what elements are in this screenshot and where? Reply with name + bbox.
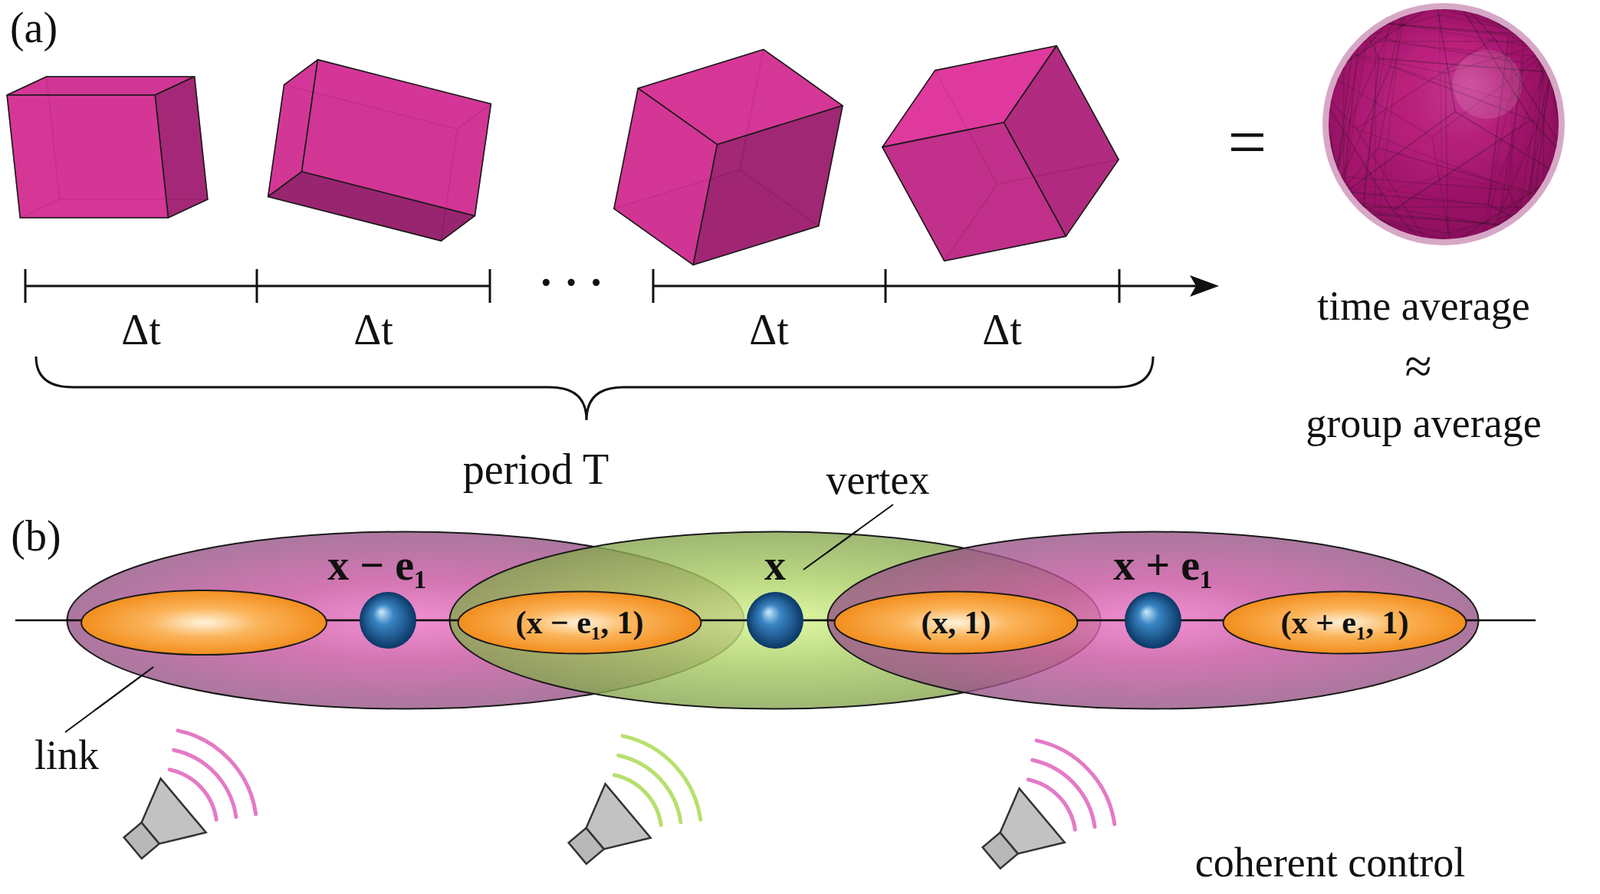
- equals-sign: =: [1228, 108, 1268, 178]
- caption-text: group average: [1305, 402, 1541, 444]
- caption-text: time average: [1317, 285, 1530, 327]
- panel-label: (a): [9, 6, 58, 50]
- site-label: x + e₁: [1113, 543, 1213, 587]
- site-label: x: [764, 543, 786, 587]
- callout-label: coherent control: [1195, 841, 1466, 884]
- speaker: [110, 730, 257, 875]
- callout-label: vertex: [826, 459, 930, 501]
- link-site: (x − e₁, 1): [456, 590, 703, 655]
- link-label: (x, 1): [921, 606, 992, 639]
- panel-label: (b): [10, 514, 61, 558]
- site-label: x − e₁: [327, 543, 428, 587]
- link-site: (x, 1): [833, 590, 1079, 655]
- ellipsis: · · ·: [538, 260, 604, 304]
- polyhedron: [614, 49, 843, 266]
- speaker: [969, 740, 1115, 885]
- speaker: [555, 735, 701, 881]
- interval-label: Δt: [121, 308, 161, 352]
- period-brace: [36, 356, 1154, 421]
- polyhedron: [6, 76, 208, 218]
- callout-label: link: [34, 734, 99, 776]
- interval-label: Δt: [353, 308, 394, 352]
- polyhedron: [882, 45, 1119, 262]
- interval-label: Δt: [749, 308, 789, 352]
- interval-label: Δt: [982, 308, 1022, 352]
- period-label: period T: [463, 447, 609, 491]
- polyhedron: [268, 59, 492, 241]
- approx-sign: ≈: [1404, 341, 1432, 391]
- link-label: (x − e₁, 1): [515, 606, 644, 639]
- link-label: (x + e₁, 1): [1280, 606, 1409, 639]
- link-site: (x + e₁, 1): [1222, 590, 1468, 655]
